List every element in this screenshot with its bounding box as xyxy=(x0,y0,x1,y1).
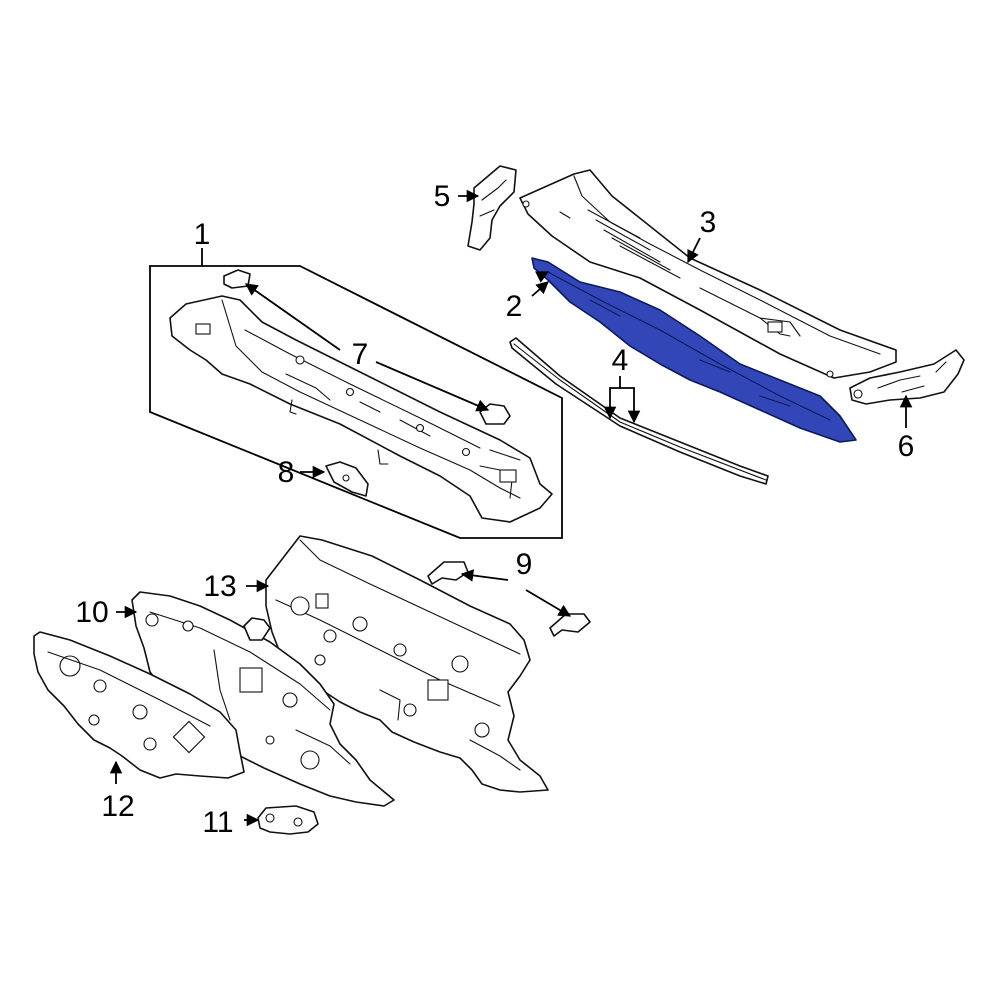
callout-13: 13 xyxy=(203,570,236,603)
part-3-cowl-louver[interactable] xyxy=(519,169,897,379)
part-1-cowl-panel[interactable] xyxy=(169,295,553,523)
part-2-cowl-seal[interactable] xyxy=(531,257,857,443)
part-12-insulator[interactable] xyxy=(33,631,245,779)
callout-6: 6 xyxy=(898,430,915,463)
callout-10: 10 xyxy=(75,596,108,629)
leader-lines xyxy=(109,189,913,827)
part-11-pad[interactable] xyxy=(257,805,319,835)
part-13-dash-panel[interactable] xyxy=(265,535,549,793)
callout-9: 9 xyxy=(516,548,533,581)
part-4-weatherstrip[interactable] xyxy=(509,337,769,485)
callout-7: 7 xyxy=(352,338,369,371)
callout-8: 8 xyxy=(278,456,295,489)
part-8-bracket[interactable] xyxy=(325,461,369,497)
callout-3: 3 xyxy=(700,206,717,239)
callout-5: 5 xyxy=(434,180,451,213)
callout-1: 1 xyxy=(194,218,211,251)
part-6-side-extension[interactable] xyxy=(849,349,965,405)
part-5-side-extension[interactable] xyxy=(467,165,517,251)
part-9-bracket-bottom[interactable] xyxy=(549,613,591,637)
callout-12: 12 xyxy=(101,790,134,823)
callout-2: 2 xyxy=(506,290,523,323)
callout-4: 4 xyxy=(612,344,629,377)
callout-11: 11 xyxy=(202,806,233,839)
part-9-bracket-top[interactable] xyxy=(427,561,469,585)
